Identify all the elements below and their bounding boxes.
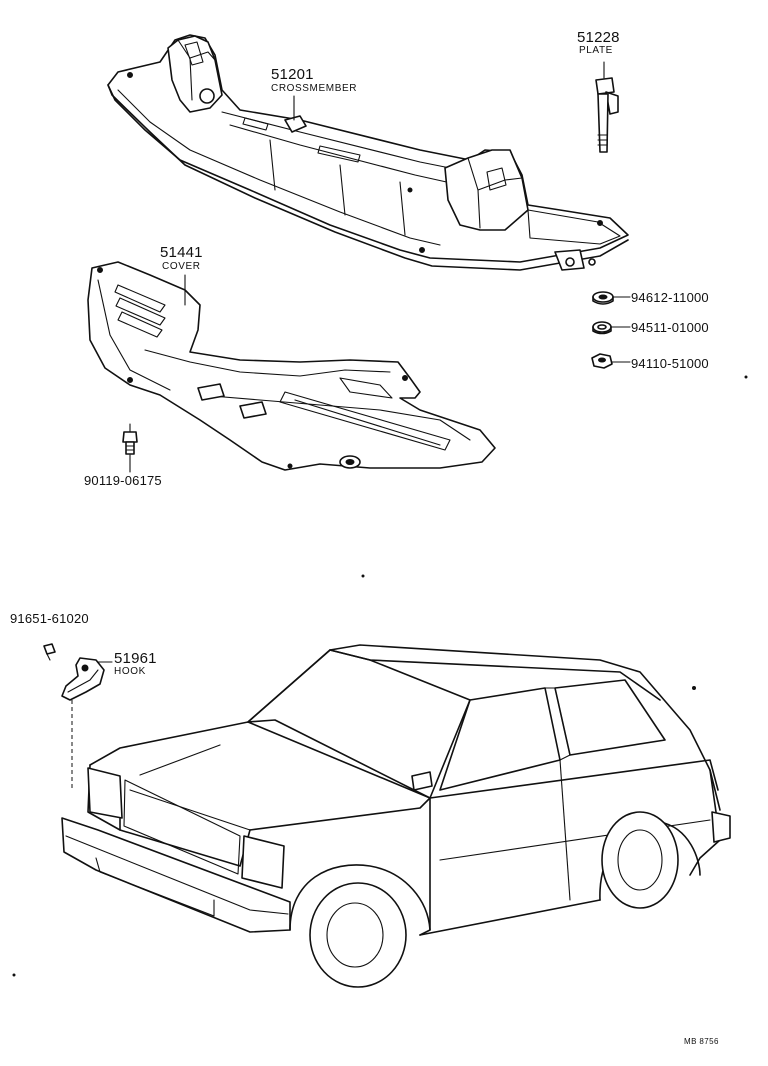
label-94612: 94612-11000 — [631, 290, 709, 305]
label-51961-number: 51961 — [114, 650, 157, 667]
bolt-90119 — [122, 423, 138, 455]
car-drawing — [61, 644, 731, 988]
label-94511: 94511-01000 — [631, 320, 709, 335]
nut-94110 — [591, 353, 613, 369]
label-51201-number: 51201 — [271, 66, 314, 83]
washer-94612 — [592, 291, 614, 305]
leader-lines — [97, 95, 631, 663]
label-51201-name: CROSSMEMBER — [271, 83, 358, 94]
label-51441-number: 51441 — [160, 244, 203, 261]
hook-drawing — [61, 657, 105, 790]
plate-bolt-drawing — [595, 61, 619, 153]
label-51961-name: HOOK — [114, 666, 146, 677]
screw-91651 — [43, 643, 56, 661]
crossmember-drawing — [107, 34, 629, 271]
figure-reference: MB 8756 — [684, 1037, 719, 1046]
label-91651: 91651-61020 — [10, 611, 89, 626]
label-90119: 90119-06175 — [84, 473, 162, 488]
label-51441-name: COVER — [162, 261, 201, 272]
cover-drawing — [87, 261, 496, 471]
label-51228-number: 51228 — [577, 29, 620, 46]
label-51228-name: PLATE — [579, 45, 613, 56]
washer-94511 — [592, 321, 612, 335]
label-94110: 94110-51000 — [631, 356, 709, 371]
